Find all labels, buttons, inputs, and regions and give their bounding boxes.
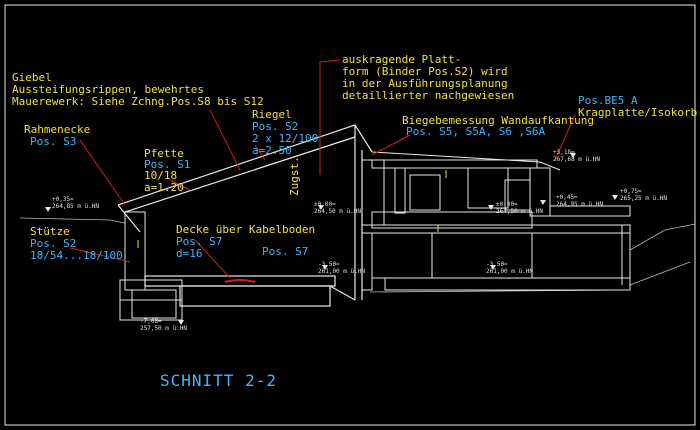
left-basement <box>119 211 183 321</box>
elevation-markers <box>45 153 618 325</box>
elevation-label: -3,50= 261,00 m ü.HN <box>486 261 533 275</box>
elevation-label: +0,75= 265,25 m ü.HN <box>620 188 667 202</box>
pfette-label: Pfette <box>144 147 184 160</box>
red-arc <box>224 279 256 283</box>
decke-pos-label: Pos. S7 d=16 <box>176 235 223 260</box>
pos-s7-label: Pos. S7 <box>262 245 309 258</box>
giebel-label: Giebel Aussteifungsrippen, bewehrtes Mau… <box>12 71 264 108</box>
elevation-label: -7,08= 257,50 m ü.HN <box>140 318 187 332</box>
pfette-pos-label: Pos. S1 <box>144 158 191 171</box>
elevation-label: +0,35= 264,85 m ü.HN <box>52 196 99 210</box>
floor-slab <box>144 275 356 307</box>
leader-lines <box>69 59 576 279</box>
rahmenecke-pos-label: Pos. S3 <box>30 135 77 148</box>
stuetze-pos-label: Pos. S2 18/54...18/100 <box>30 237 123 262</box>
stair-markers <box>137 170 447 248</box>
pfette-dim-label: 10/18 a=1.20 <box>144 169 184 194</box>
elevation-label: ±0,00= 264,50 m ü.HN <box>314 201 361 215</box>
elevation-label: +0,45= 264,95 m ü.HN <box>556 194 603 208</box>
biegebemessung-label: Biegebemessung Wandaufkantung <box>402 114 595 127</box>
riegel-pos-label: Pos. S2 2 x 12/100 a=2.50 <box>252 120 319 157</box>
riegel-label: Riegel <box>252 108 292 121</box>
stuetze-label: Stütze <box>30 225 70 238</box>
decke-label: Decke über Kabelboden <box>176 223 316 236</box>
drawing-border <box>4 4 696 426</box>
zugstab-label: Zugst. <box>288 156 301 196</box>
posbe5-label: Pos.BE5 A <box>578 94 638 107</box>
section-title: SCHNITT 2-2 <box>160 371 277 390</box>
right-building <box>361 151 631 291</box>
auskragende-label: auskragende Platt- form (Binder Pos.S2) … <box>342 53 515 102</box>
biegebemessung-pos-label: Pos. S5, S5A, S6 ,S6A <box>406 125 546 138</box>
rahmenecke-label: Rahmenecke <box>24 123 91 136</box>
posbe5-desc-label: Kragplatte/Isokorb <box>578 106 698 119</box>
elevation-label: -3,50= 261,00 m ü.HN <box>318 261 365 275</box>
elevation-label: +3,18= 267,68 m ü.HN <box>553 149 600 163</box>
elevation-label: ±0,00= 264,50 m ü.HN <box>496 201 543 215</box>
